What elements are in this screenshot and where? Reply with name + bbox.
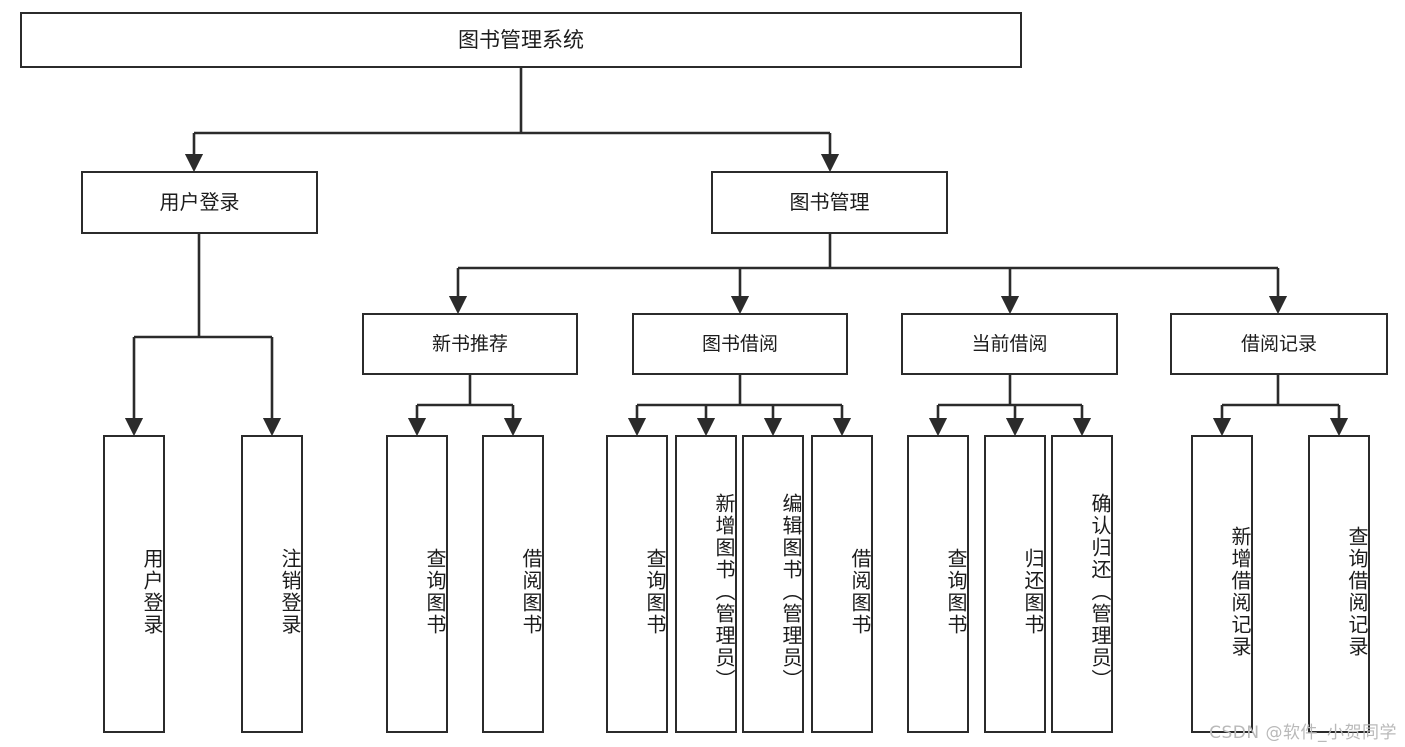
leaf-borrow-records-1-label: 新增借阅记录	[1228, 526, 1252, 658]
leaf-user-login-2[interactable]: 注销登录	[241, 435, 303, 733]
node-user-login[interactable]: 用户登录	[81, 171, 318, 234]
node-root[interactable]: 图书管理系统	[20, 12, 1022, 68]
leaf-current-borrow-2-label: 归还图书	[1021, 548, 1045, 636]
node-new-book-recommend[interactable]: 新书推荐	[362, 313, 578, 375]
leaf-current-borrow-3[interactable]: 确认归还（管理员）	[1051, 435, 1113, 733]
node-current-borrow-label: 当前借阅	[971, 332, 1048, 355]
leaf-user-login-1-label: 用户登录	[140, 548, 164, 636]
leaf-borrow-records-1[interactable]: 新增借阅记录	[1191, 435, 1253, 733]
leaf-book-borrow-3-label: 编辑图书（管理员）	[779, 493, 803, 691]
node-borrow-records[interactable]: 借阅记录	[1170, 313, 1388, 375]
leaf-current-borrow-1-label: 查询图书	[944, 548, 968, 636]
node-borrow-records-label: 借阅记录	[1240, 332, 1317, 355]
node-current-borrow[interactable]: 当前借阅	[901, 313, 1118, 375]
node-book-management-label: 图书管理	[789, 189, 870, 214]
node-book-borrow-label: 图书借阅	[701, 332, 778, 355]
leaf-borrow-records-2-label: 查询借阅记录	[1345, 526, 1369, 658]
node-book-management[interactable]: 图书管理	[711, 171, 948, 234]
leaf-book-borrow-4[interactable]: 借阅图书	[811, 435, 873, 733]
leaf-user-login-2-label: 注销登录	[278, 548, 302, 636]
leaf-new-book-1[interactable]: 查询图书	[386, 435, 448, 733]
leaf-book-borrow-4-label: 借阅图书	[848, 548, 872, 636]
leaf-new-book-1-label: 查询图书	[423, 548, 447, 636]
leaf-book-borrow-3[interactable]: 编辑图书（管理员）	[742, 435, 804, 733]
leaf-new-book-2-label: 借阅图书	[519, 548, 543, 636]
leaf-book-borrow-2-label: 新增图书（管理员）	[712, 493, 736, 691]
leaf-current-borrow-2[interactable]: 归还图书	[984, 435, 1046, 733]
node-new-book-recommend-label: 新书推荐	[431, 332, 508, 355]
node-book-borrow[interactable]: 图书借阅	[632, 313, 848, 375]
node-user-login-label: 用户登录	[159, 189, 240, 214]
leaf-book-borrow-1-label: 查询图书	[643, 548, 667, 636]
leaf-book-borrow-1[interactable]: 查询图书	[606, 435, 668, 733]
leaf-new-book-2[interactable]: 借阅图书	[482, 435, 544, 733]
leaf-current-borrow-1[interactable]: 查询图书	[907, 435, 969, 733]
leaf-current-borrow-3-label: 确认归还（管理员）	[1088, 493, 1112, 691]
leaf-borrow-records-2[interactable]: 查询借阅记录	[1308, 435, 1370, 733]
leaf-book-borrow-2[interactable]: 新增图书（管理员）	[675, 435, 737, 733]
leaf-user-login-1[interactable]: 用户登录	[103, 435, 165, 733]
node-root-label: 图书管理系统	[458, 27, 584, 52]
